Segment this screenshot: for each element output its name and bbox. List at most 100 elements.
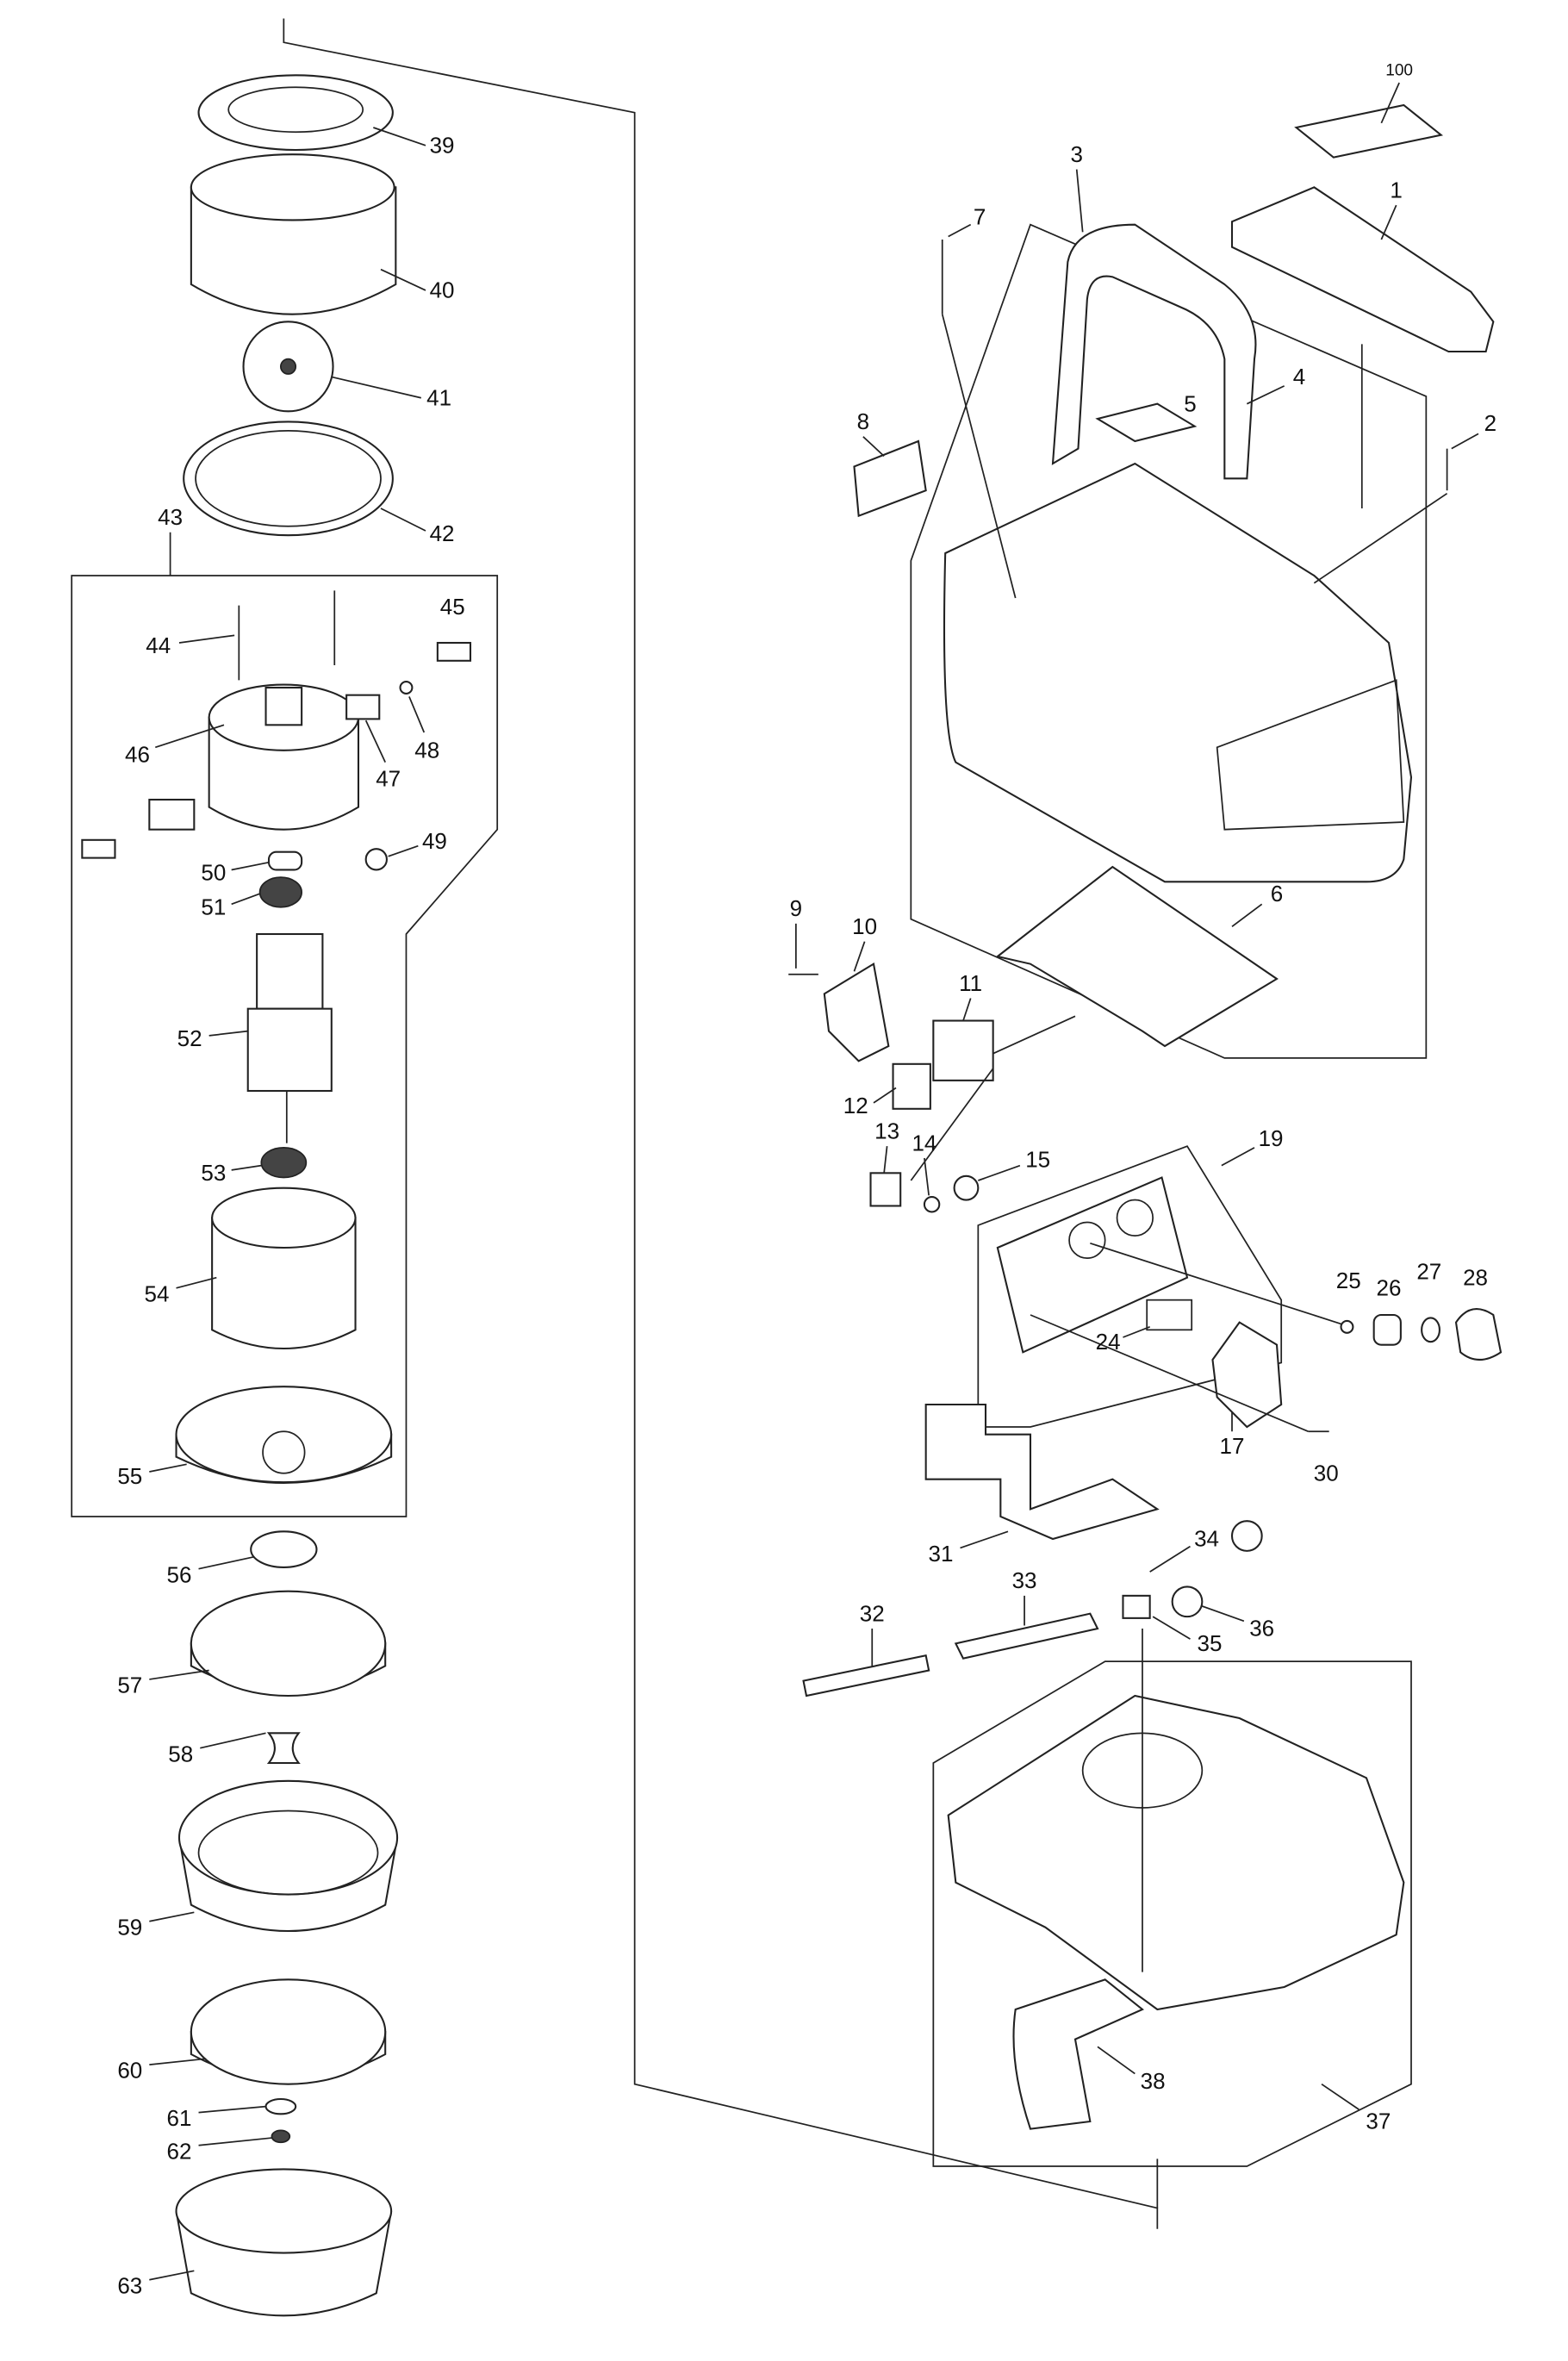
part-62-nut [271, 2129, 291, 2144]
part-label-28: 28 [1463, 1264, 1488, 1290]
housing-top-cover [943, 462, 1413, 883]
part-label-32: 32 [860, 1600, 885, 1626]
part-label-63: 63 [117, 2272, 142, 2298]
part-label-27: 27 [1416, 1258, 1441, 1284]
part-label-15: 15 [1025, 1146, 1050, 1172]
part-59-impeller [177, 1779, 399, 1933]
part-label-57: 57 [117, 1673, 142, 1698]
part-5-label [1095, 402, 1198, 443]
part-label-31: 31 [929, 1541, 954, 1567]
part-label-26: 26 [1377, 1274, 1402, 1300]
part-50-ring [267, 850, 303, 871]
part-label-54: 54 [145, 1280, 170, 1306]
part-10-bracket [823, 962, 890, 1062]
part-8-label [853, 439, 927, 518]
part-55-housing [175, 1386, 393, 1484]
housing-group-box [910, 223, 1428, 1059]
part-63-cup [175, 2168, 393, 2317]
part-label-59: 59 [117, 1914, 142, 1940]
part-48-screw [399, 681, 414, 695]
part-label-39: 39 [430, 132, 455, 158]
part-31-bracket [924, 1403, 1160, 1541]
part-42-gasket [183, 420, 394, 537]
part-25-washer [1340, 1319, 1354, 1334]
part-28-knob [1454, 1308, 1503, 1361]
part-label-9: 9 [790, 895, 802, 921]
part-label-60: 60 [117, 2058, 142, 2084]
part-38-pad [1012, 1978, 1144, 2130]
part-label-41: 41 [426, 384, 451, 410]
part-label-35: 35 [1198, 1630, 1223, 1656]
part-53-bearing [260, 1146, 308, 1179]
part-54-stator [211, 1187, 357, 1350]
part-100-label [1294, 103, 1444, 159]
part-label-50: 50 [201, 860, 226, 886]
part-11-switch [932, 1019, 994, 1081]
part-26-knob-base [1372, 1313, 1402, 1346]
part-label-47: 47 [376, 765, 401, 791]
part-label-43: 43 [158, 504, 183, 530]
part-3-handle [1051, 223, 1257, 480]
part-label-17: 17 [1220, 1433, 1245, 1459]
group-37-box [932, 1660, 1412, 2167]
part-label-34: 34 [1194, 1526, 1219, 1552]
part-13-plate [869, 1172, 902, 1207]
part-label-38: 38 [1141, 2068, 1166, 2094]
part-35-clamp [1122, 1594, 1151, 1619]
part-44-screws [238, 590, 336, 681]
part-12-terminal [892, 1062, 931, 1110]
part-47-brush-holder [345, 694, 381, 720]
part-label-37: 37 [1366, 2109, 1391, 2134]
part-19-panel [996, 1176, 1193, 1354]
part-52-armature [246, 932, 333, 1143]
part-17-socket [1211, 1321, 1283, 1429]
group-43-box [71, 575, 499, 1517]
part-37-base-housing [947, 1694, 1405, 2011]
part-label-10: 10 [852, 913, 877, 939]
part-label-6: 6 [1271, 881, 1283, 906]
part-label-13: 13 [874, 1118, 899, 1143]
part-51-bearing [258, 876, 302, 908]
part-label-1: 1 [1390, 177, 1402, 202]
part-1-cover [1230, 186, 1495, 353]
part-49-spring [364, 848, 388, 871]
part-label-58: 58 [168, 1741, 193, 1766]
part-label-25: 25 [1336, 1268, 1361, 1293]
part-label-49: 49 [422, 828, 447, 854]
part-label-44: 44 [146, 632, 171, 658]
part-39-ring [197, 74, 394, 152]
part-label-19: 19 [1259, 1125, 1284, 1151]
part-label-55: 55 [117, 1463, 142, 1489]
part-label-4: 4 [1293, 364, 1305, 389]
part-label-56: 56 [167, 1561, 192, 1587]
part-34-bushing [1230, 1520, 1263, 1552]
part-label-45: 45 [440, 594, 465, 620]
part-label-42: 42 [430, 520, 455, 546]
part-label-11: 11 [959, 970, 982, 996]
part-label-48: 48 [414, 737, 439, 763]
part-41-fan [242, 321, 334, 413]
part-46-brush-holder [208, 683, 360, 831]
part-label-53: 53 [201, 1160, 226, 1186]
part-15-clip [953, 1174, 980, 1201]
part-label-51: 51 [201, 894, 226, 919]
part-14-clip [923, 1196, 941, 1213]
part-label-8: 8 [857, 408, 869, 434]
part-36-bushing [1171, 1585, 1204, 1618]
part-56-seal [250, 1530, 318, 1568]
part-label-12: 12 [843, 1093, 868, 1118]
part-label-5: 5 [1184, 390, 1196, 416]
part-32-rod [802, 1654, 930, 1698]
part-label-62: 62 [167, 2138, 192, 2164]
part-27-ring [1421, 1317, 1440, 1343]
part-57-plate [190, 1590, 387, 1698]
part-33-tube [954, 1612, 1099, 1660]
part-6-cover [995, 865, 1279, 1048]
brush-holder-left [148, 798, 196, 831]
part-label-24: 24 [1096, 1329, 1121, 1355]
leader-lines [149, 82, 1479, 2281]
part-45-brush [436, 641, 472, 662]
